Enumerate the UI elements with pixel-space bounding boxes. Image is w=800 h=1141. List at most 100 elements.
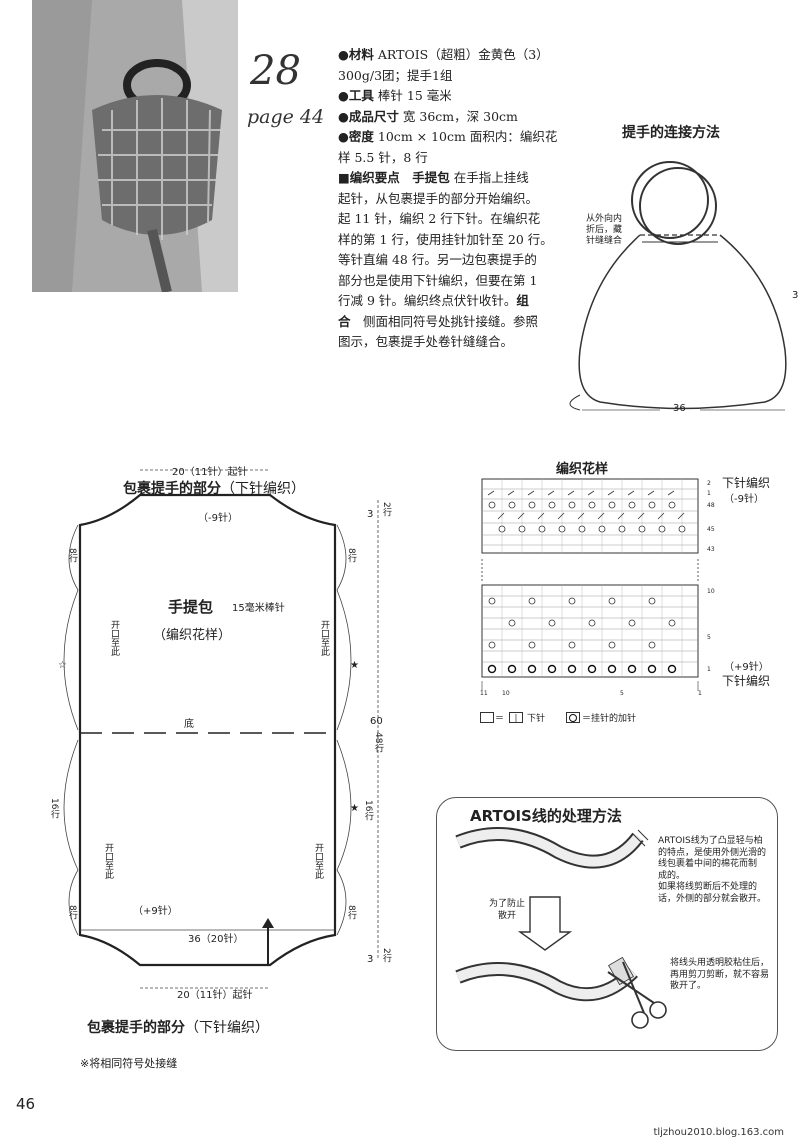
opening-right-top: 开口至此	[319, 620, 329, 656]
artois-box	[436, 797, 778, 1051]
combine-label-2: 合	[338, 313, 351, 329]
opening-left-top: 开口至此	[109, 620, 119, 656]
handle-note-line-0: 从外向内	[586, 214, 623, 224]
legend-yo-text: ＝挂针的加针	[582, 714, 637, 724]
chart-bottom-label: 下针编织	[722, 674, 771, 688]
seam-symbol-solid-star-top: ★	[350, 660, 359, 671]
materials-text-2: 300g/3团；提手1组	[338, 67, 453, 83]
row-number-2: 2	[707, 480, 711, 487]
opening-right-bottom: 开口至此	[313, 843, 323, 879]
chart-bottom-sub: （+9针）	[724, 662, 769, 673]
handle-note-line-1: 折后，藏	[586, 225, 623, 235]
row-number-1: 1	[707, 490, 711, 497]
right-8-rows-bottom: 8行	[346, 905, 356, 920]
left-16-rows: 16行	[49, 798, 59, 819]
page-reference: page 44	[247, 106, 325, 128]
materials-text: ARTOIS（超粗）金黄色（3）	[377, 47, 549, 62]
pattern-label: （编织花样）	[153, 628, 232, 643]
col-number-5: 5	[620, 690, 624, 697]
artois-note-1-line-1: 的特点，是使用外侧光滑的	[658, 847, 767, 858]
artois-note-1-line-4: 如果将线剪断后不处理的	[658, 882, 758, 892]
left-8-rows-bottom: 8行	[67, 905, 77, 920]
artois-note-2-line-0: 将线头用透明胶粘住后，	[670, 958, 770, 968]
col-number-10: 10	[502, 690, 510, 697]
top-2-rows: 2行	[381, 502, 391, 517]
combine-line-1: 图示，包裹提手处卷针缝缝合。	[338, 334, 514, 349]
artois-note-1-line-0: ARTOIS线为了凸显轻与柏	[658, 836, 763, 846]
materials-label: ●材料	[338, 47, 374, 62]
row-number-45: 45	[707, 526, 715, 533]
right-8-rows-top: 8行	[346, 548, 356, 563]
points-line-0: 起针，从包裹提手的部分开始编织。	[338, 190, 539, 206]
row-number-43: 43	[707, 546, 715, 553]
handle-note-line-2: 针缝缝合	[586, 236, 623, 246]
opening-left-bottom: 开口至此	[103, 843, 113, 879]
handle-width-label: 36	[673, 403, 686, 414]
legend-yo-cell	[566, 712, 580, 723]
tools-label: ●工具	[338, 88, 374, 103]
handle-diagram	[569, 161, 787, 411]
artois-note-1-line-5: 话，外侧的部分就会散开。	[658, 893, 767, 904]
combine-line-0: 侧面相同符号处挑针接缝。参照	[363, 313, 539, 329]
seam-symbol-open-star: ☆	[58, 660, 67, 671]
seam-note: ※将相同符号处接缝	[80, 1057, 178, 1070]
tools-text: 棒针 15 毫米	[377, 88, 452, 103]
artois-title: ARTOIS线的处理方法	[470, 807, 622, 825]
product-photo	[32, 0, 238, 292]
size-label: ●成品尺寸	[338, 108, 399, 124]
needle-label: 15毫米棒针	[232, 603, 285, 614]
legend-knit-text: 下针	[527, 714, 546, 724]
row-number-1b: 1	[707, 666, 711, 673]
bottom-width-label: 36（20针）	[188, 934, 244, 945]
col-number-1: 1	[698, 690, 702, 697]
yarn-over-icon	[569, 713, 577, 722]
row-number-5: 5	[707, 634, 711, 641]
artois-note-2-line-2: 散开了。	[670, 981, 707, 991]
bottom-label: 底	[184, 719, 194, 730]
right-48-rows: 48行	[373, 732, 383, 753]
top-width-label: 20（11针）起针	[172, 467, 248, 478]
artois-arrow-label-line-1: 散开	[498, 911, 517, 921]
bag-title: 手提包	[168, 598, 214, 616]
points-text: 在手指上挂线	[453, 170, 529, 185]
bottom-wrap-title: 包裹提手的部分	[87, 1020, 185, 1036]
row-number-10: 10	[707, 588, 715, 595]
top-wrap-title: 包裹提手的部分	[123, 481, 221, 497]
bottom-3-label: 3	[367, 954, 374, 965]
stitch-chart	[481, 478, 699, 691]
artois-note-1-line-3: 成的。	[658, 870, 686, 881]
combine-label: 组	[516, 293, 529, 308]
bag-schematic	[63, 469, 379, 989]
footer-url: tljzhou2010.blog.163.com	[653, 1127, 784, 1138]
right-60-label: 60	[370, 716, 383, 727]
seam-symbol-solid-star-bottom: ★	[350, 803, 359, 814]
points-line-3: 等针直编 48 行。另一边包裹提手的	[338, 252, 537, 267]
artois-arrow-label: 为了防止 散开	[489, 898, 525, 922]
points-line-5: 行减 9 针。编织终点伏针收针。	[338, 293, 517, 308]
handle-height-label: 3	[792, 290, 799, 301]
minus-stitches-label: （-9针）	[198, 513, 238, 524]
gauge-text-2: 样 5.5 针，8 行	[338, 149, 428, 165]
chart-top-sub: （-9针）	[724, 494, 764, 505]
bottom-wrap-label: 包裹提手的部分（下针编织）	[87, 1017, 269, 1037]
artois-note-1: ARTOIS线为了凸显轻与柏 的特点，是使用外侧光滑的 线包裹着中间的棉花而制 …	[658, 836, 766, 905]
legend-equals: ＝	[495, 714, 505, 724]
gauge-text: 10cm × 10cm 面积内：编织花	[377, 129, 558, 144]
bottom-wrap-sub: （下针编织）	[185, 1020, 269, 1036]
legend-knit-cell: |	[509, 712, 523, 723]
artois-note-2: 将线头用透明胶粘住后， 再用剪刀剪断，就不容易 散开了。	[670, 958, 769, 993]
bottom-start-label: 20（11针）起针	[177, 990, 253, 1001]
plus-stitches-label: （+9针）	[133, 906, 178, 917]
top-wrap-sub: （下针编织）	[221, 481, 305, 497]
legend-empty-cell	[480, 712, 494, 723]
artois-illustration	[455, 827, 667, 1029]
top-3-label: 3	[367, 509, 374, 520]
right-16-rows: 16行	[363, 800, 373, 821]
stitch-chart-title: 编织花样	[556, 462, 609, 477]
handle-diagram-title: 提手的连接方法	[622, 125, 720, 141]
pattern-number: 28	[250, 48, 301, 94]
top-wrap-label: 包裹提手的部分（下针编织）	[123, 478, 305, 498]
artois-note-1-line-2: 线包裹着中间的棉花而制	[658, 859, 758, 869]
points-line-4: 部分也是使用下针编织，但要在第 1	[338, 272, 538, 288]
page-number: 46	[16, 1095, 36, 1113]
